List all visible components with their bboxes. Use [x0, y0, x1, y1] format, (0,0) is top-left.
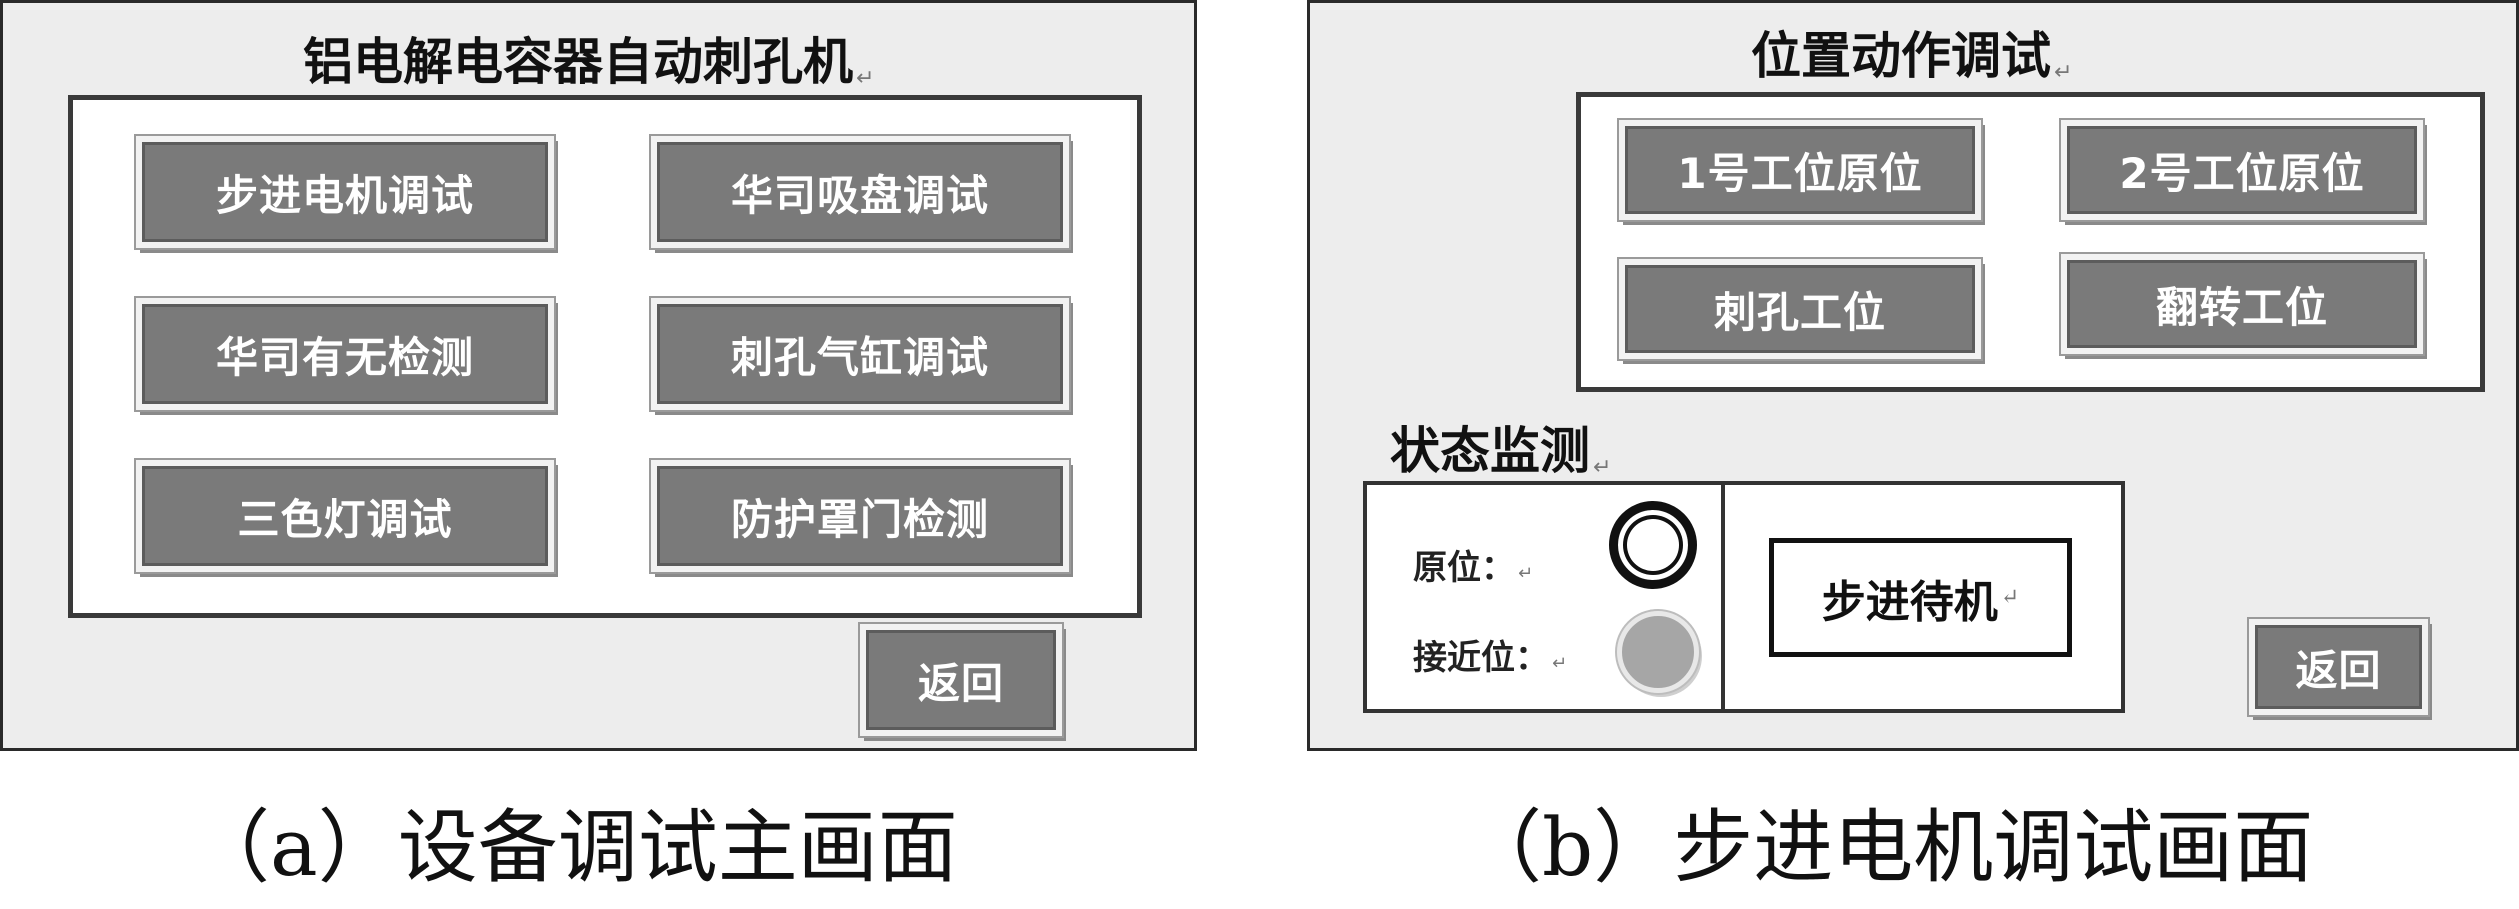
flip-station-button[interactable]: 翻转工位: [2061, 254, 2423, 354]
proximity-position-label: 接近位：↵: [1413, 638, 1568, 678]
paragraph-mark-icon: ↵: [856, 66, 875, 91]
paragraph-mark-icon: ↵: [1552, 653, 1568, 674]
caption-a: （a）设备调试主画面: [190, 801, 958, 894]
position-debug-title: 位置动作调试↵: [1751, 27, 2073, 85]
stepper-motor-debug-button[interactable]: 步进电机调试: [136, 136, 554, 248]
station-1-home-button[interactable]: 1号工位原位: [1619, 120, 1981, 220]
device-debug-main-screen: 铝电解电容器自动刺孔机↵ 步进电机调试 华司吸盘调试 华司有无检测 刺孔气缸调试…: [0, 0, 1197, 751]
proximity-round-indicator-icon: [1617, 611, 1699, 693]
home-position-ring-indicator-icon: [1609, 501, 1697, 589]
guard-door-detect-button[interactable]: 防护罩门检测: [651, 460, 1069, 572]
paragraph-mark-icon: ↵: [2000, 585, 2020, 610]
status-monitor-title: 状态监测↵: [1390, 422, 1612, 480]
washer-presence-detect-button[interactable]: 华司有无检测: [136, 298, 554, 410]
home-position-label: 原位：↵: [1413, 548, 1534, 588]
back-button[interactable]: 返回: [2249, 619, 2428, 715]
washer-suction-debug-button[interactable]: 华司吸盘调试: [651, 136, 1069, 248]
back-button[interactable]: 返回: [860, 624, 1062, 736]
tricolor-light-debug-button[interactable]: 三色灯调试: [136, 460, 554, 572]
stepper-motor-debug-screen: 位置动作调试↵ 1号工位原位 2号工位原位 刺孔工位 翻转工位 状态监测↵ 原位…: [1307, 0, 2519, 751]
piercing-cylinder-debug-button[interactable]: 刺孔气缸调试: [651, 298, 1069, 410]
status-divider: [1721, 481, 1725, 713]
piercing-station-button[interactable]: 刺孔工位: [1619, 259, 1981, 359]
caption-b: （b）步进电机调试画面: [1462, 801, 2314, 894]
paragraph-mark-icon: ↵: [1593, 455, 1612, 480]
main-screen-title: 铝电解电容器自动刺孔机↵: [303, 33, 875, 91]
paragraph-mark-icon: ↵: [2054, 60, 2073, 85]
paragraph-mark-icon: ↵: [1518, 563, 1534, 584]
stepper-state-display: 步进待机↵: [1769, 538, 2072, 657]
station-2-home-button[interactable]: 2号工位原位: [2061, 120, 2423, 220]
